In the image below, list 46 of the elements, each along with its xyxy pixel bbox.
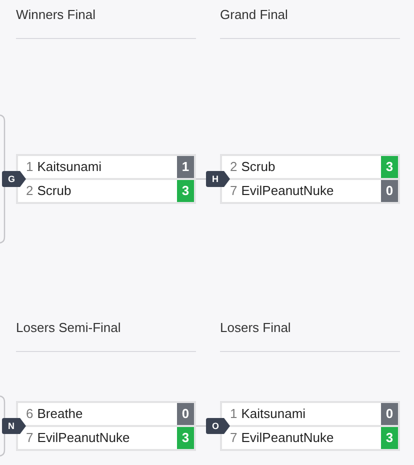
player-name: EvilPeanutNuke [37,430,130,446]
match-tag: H [206,171,230,187]
player-name: Kaitsunami [37,159,102,175]
player-row [18,403,194,425]
round-heading: Losers Final [220,320,291,336]
player-score: 1 [177,156,194,178]
round-heading: Losers Semi-Final [16,320,121,336]
connector-line [196,425,206,427]
player-row [18,156,194,178]
seed-number: 2 [26,183,34,199]
round-heading: Grand Final [220,7,288,23]
player-score: 3 [381,427,398,449]
player-score: 0 [381,180,398,202]
seed-number: 1 [26,159,34,175]
player-score: 0 [381,403,398,425]
player-score: 3 [381,156,398,178]
player-name: Scrub [241,159,276,175]
player-name: EvilPeanutNuke [241,430,334,446]
player-score: 3 [177,427,194,449]
player-row [222,180,398,202]
seed-number: 7 [230,430,238,446]
player-row [222,156,398,178]
seed-number: 7 [230,183,238,199]
connector-line [0,434,6,457]
seed-number: 7 [26,430,34,446]
match-tag: N [2,418,26,434]
player-row [18,427,194,449]
seed-number: 1 [230,406,238,422]
player-name: EvilPeanutNuke [241,183,334,199]
player-name: Scrub [37,183,72,199]
connector-line [0,187,6,244]
player-score: 3 [177,180,194,202]
player-row [222,427,398,449]
match-tag: O [206,418,230,434]
connector-line [196,178,206,180]
player-name: Kaitsunami [241,406,306,422]
player-score: 0 [177,403,194,425]
seed-number: 6 [26,406,34,422]
match-tag: G [2,171,26,187]
connector-line [0,395,6,418]
round-heading: Winners Final [16,7,96,23]
player-name: Breathe [37,406,83,422]
player-row [222,403,398,425]
connector-line [0,114,6,171]
seed-number: 2 [230,159,238,175]
player-row [18,180,194,202]
